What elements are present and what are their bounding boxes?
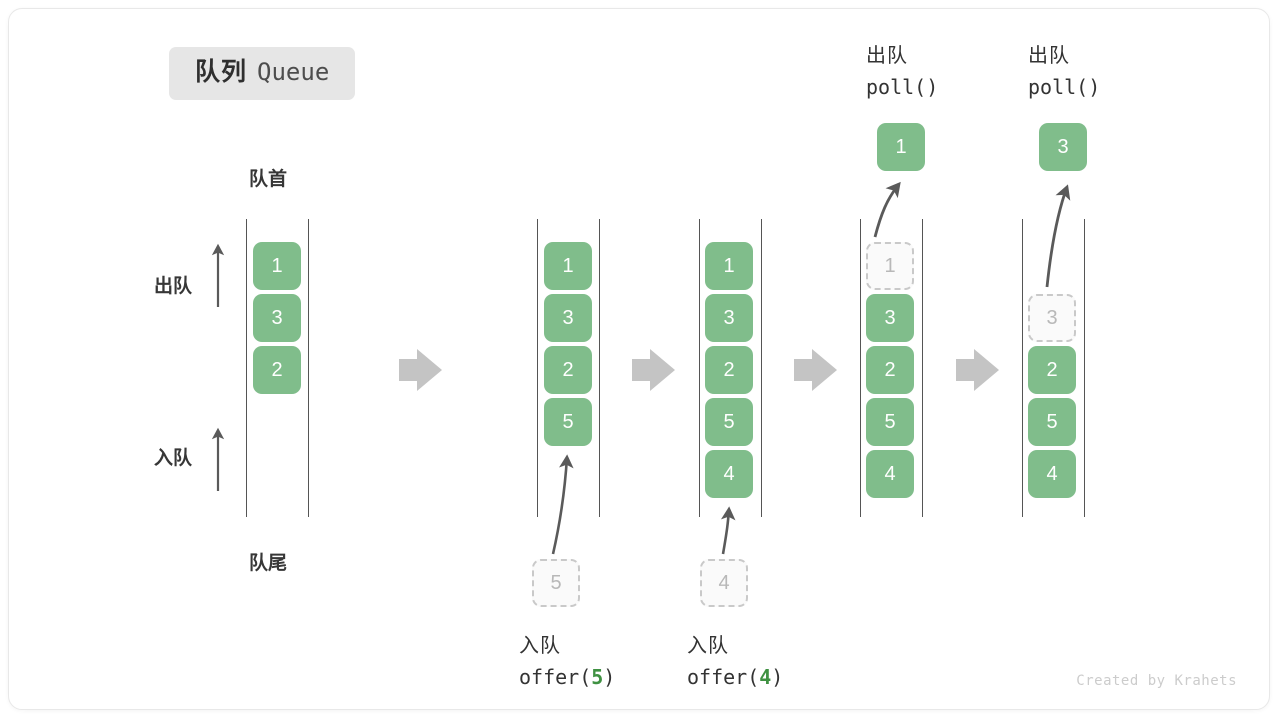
cell-step-4-2: 2: [866, 346, 914, 394]
transition-arrow-3: [794, 349, 837, 391]
caption-step-3-prefix: offer(: [687, 665, 760, 689]
cell-step-4-3: 5: [866, 398, 914, 446]
cell-step-5-1: 3: [1028, 294, 1076, 342]
rail-left-step-3: [699, 219, 700, 517]
diagram-title-badge: 队列 Queue: [169, 47, 356, 100]
popped-cell-step-5: 3: [1039, 123, 1087, 171]
footer-credit: Created by Krahets: [1076, 673, 1237, 689]
diagram-card: 队列 Queue 队首 队尾 出队 入队 1 3 2 1 3 2 5 5 入队 o…: [8, 8, 1270, 710]
rail-right-step-5: [1084, 219, 1085, 517]
caption-step-2-suffix: ): [603, 665, 616, 689]
rail-left-step-4: [860, 219, 861, 517]
enqueue-curve-arrow-step-2: [551, 454, 574, 555]
caption-step-2-code: offer(5): [519, 662, 615, 693]
cell-step-2-1: 3: [544, 294, 592, 342]
header-step-5-cn: 出队: [1028, 45, 1070, 67]
rail-right-step-2: [599, 219, 600, 517]
cell-step-5-3: 5: [1028, 398, 1076, 446]
cell-step-4-1: 3: [866, 294, 914, 342]
caption-step-2-prefix: offer(: [519, 665, 592, 689]
rail-right-step-3: [761, 219, 762, 517]
cell-step-3-4: 4: [705, 450, 753, 498]
incoming-cell-step-3: 4: [700, 559, 748, 607]
cell-step-1-1: 3: [253, 294, 301, 342]
rail-left-step-5: [1022, 219, 1023, 517]
cell-step-3-2: 2: [705, 346, 753, 394]
enqueue-side-label: 入队: [154, 448, 193, 469]
popped-cell-step-4: 1: [877, 123, 925, 171]
dequeue-curve-arrow-step-4: [873, 181, 901, 238]
rail-right-step-4: [922, 219, 923, 517]
header-step-4: 出队 poll(): [866, 41, 938, 103]
cell-step-2-2: 2: [544, 346, 592, 394]
arrows-overlay: [211, 181, 1071, 555]
header-step-4-cn: 出队: [866, 45, 908, 67]
transition-arrow-1: [399, 349, 442, 391]
transition-arrow-2: [632, 349, 675, 391]
cell-step-3-3: 5: [705, 398, 753, 446]
caption-step-3-code: offer(4): [687, 662, 783, 693]
cell-step-5-2: 2: [1028, 346, 1076, 394]
title-cn: 队列: [195, 58, 248, 86]
cell-step-2-3: 5: [544, 398, 592, 446]
cell-step-1-2: 2: [253, 346, 301, 394]
header-step-4-code: poll(): [866, 75, 939, 99]
rail-left-step-2: [537, 219, 538, 517]
header-step-5-code: poll(): [1028, 75, 1101, 99]
queue-tail-label: 队尾: [249, 553, 288, 574]
cell-step-5-4: 4: [1028, 450, 1076, 498]
header-step-5: 出队 poll(): [1028, 41, 1100, 103]
queue-head-label: 队首: [249, 169, 288, 190]
dequeue-side-label: 出队: [154, 276, 193, 297]
cell-step-3-1: 3: [705, 294, 753, 342]
rail-right-step-1: [308, 219, 309, 517]
enqueue-curve-arrow-step-3: [720, 506, 736, 555]
cell-step-2-0: 1: [544, 242, 592, 290]
caption-step-3-suffix: ): [771, 665, 784, 689]
caption-step-3: 入队 offer(4): [687, 631, 783, 693]
caption-step-2-arg: 5: [591, 665, 604, 689]
cell-step-3-0: 1: [705, 242, 753, 290]
caption-step-3-cn: 入队: [687, 635, 729, 657]
dequeue-curve-arrow-step-5: [1045, 184, 1071, 288]
cell-step-4-4: 4: [866, 450, 914, 498]
rail-left-step-1: [246, 219, 247, 517]
caption-step-3-arg: 4: [759, 665, 772, 689]
caption-step-2: 入队 offer(5): [519, 631, 615, 693]
incoming-cell-step-2: 5: [532, 559, 580, 607]
cell-step-4-0: 1: [866, 242, 914, 290]
caption-step-2-cn: 入队: [519, 635, 561, 657]
title-en: Queue: [257, 58, 330, 86]
cell-step-1-0: 1: [253, 242, 301, 290]
transition-arrow-4: [956, 349, 999, 391]
